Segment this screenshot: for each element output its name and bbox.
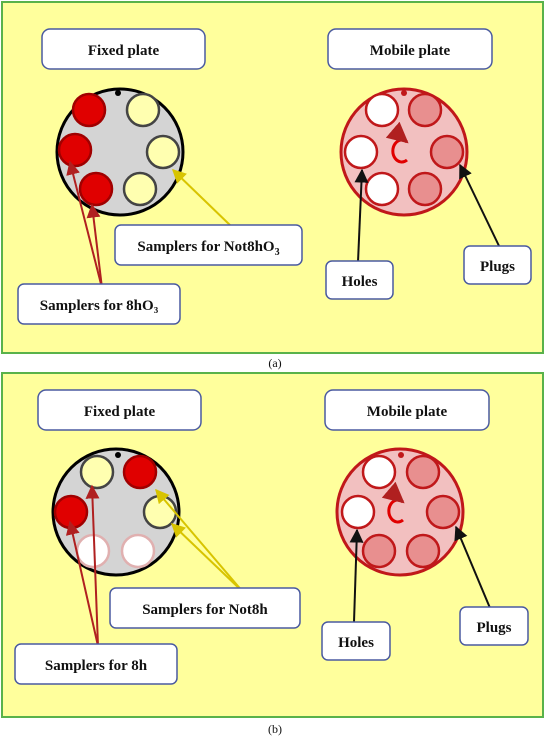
mobile-plate-title-b: Mobile plate <box>324 389 490 431</box>
label-samplers-not-a: Samplers for Not8hO3 <box>114 224 303 266</box>
mobile-plate-b <box>335 447 465 577</box>
plug <box>407 92 443 128</box>
plug <box>407 171 443 207</box>
plug <box>361 533 397 569</box>
index-dot <box>115 452 121 458</box>
sampler-hole <box>79 454 115 490</box>
rotation-arrow-icon <box>381 481 405 524</box>
sampler-hole <box>142 494 178 530</box>
label-samplers-not-b: Samplers for Not8h <box>109 587 301 629</box>
svg-text:Holes: Holes <box>338 635 374 651</box>
sampler-hole <box>120 533 156 569</box>
svg-text:Holes: Holes <box>342 274 378 290</box>
hole <box>364 171 400 207</box>
svg-text:Samplers for 8hO₃: Samplers for 8hO₃ <box>40 298 159 314</box>
label-holes-a: Holes <box>325 260 394 300</box>
hole <box>343 134 379 170</box>
sampler-hole <box>71 92 107 128</box>
sampler-hole <box>122 454 158 490</box>
svg-text:Fixed plate: Fixed plate <box>88 43 160 59</box>
sampler-hole <box>75 533 111 569</box>
label-plugs-b: Plugs <box>459 606 529 646</box>
plug <box>425 494 461 530</box>
fixed-plate-a <box>55 87 185 217</box>
arrow-plugs-a <box>459 163 501 249</box>
hole <box>364 92 400 128</box>
index-dot <box>115 90 121 96</box>
label-holes-b: Holes <box>321 621 391 661</box>
mobile-plate-a <box>339 87 469 217</box>
arrow-8h-samplers-a <box>66 160 103 289</box>
arrow-8h-samplers-a <box>86 203 103 289</box>
svg-text:Fixed plate: Fixed plate <box>84 404 156 420</box>
arrow-holes-b <box>349 528 364 623</box>
plug <box>429 134 465 170</box>
label-plugs-a: Plugs <box>463 245 532 285</box>
svg-text:Samplers for Not8h: Samplers for Not8h <box>142 602 268 618</box>
arrow-holes-a <box>354 168 369 263</box>
svg-text:Plugs: Plugs <box>480 259 515 275</box>
svg-text:Mobile plate: Mobile plate <box>370 43 451 59</box>
caption-b: (b) <box>268 722 282 736</box>
sampler-hole <box>145 134 181 170</box>
hole <box>361 454 397 490</box>
label-samplers-8h-b: Samplers for 8h <box>14 643 178 685</box>
arrow-not-samplers-b <box>170 523 244 593</box>
svg-text:Mobile plate: Mobile plate <box>367 404 448 420</box>
rotation-arrow-icon <box>385 121 409 164</box>
arrow-8h-samplers-b <box>85 484 100 647</box>
sampler-hole <box>125 92 161 128</box>
hole <box>340 494 376 530</box>
arrow-8h-samplers-b <box>65 520 99 647</box>
svg-text:Plugs: Plugs <box>476 620 511 636</box>
sampler-hole <box>122 171 158 207</box>
sampler-hole <box>78 171 114 207</box>
sampler-hole <box>57 132 93 168</box>
plug <box>405 454 441 490</box>
fixed-plate-b <box>51 447 181 577</box>
index-dot <box>401 90 407 96</box>
arrow-not-samplers-a <box>171 169 233 228</box>
fixed-plate-title-b: Fixed plate <box>37 389 202 431</box>
label-samplers-8h-a: Samplers for 8hO₃ <box>17 283 181 325</box>
mobile-plate-title-a: Mobile plate <box>327 28 493 70</box>
fixed-plate-title-a: Fixed plate <box>41 28 206 70</box>
arrow-not-samplers-b <box>155 488 244 593</box>
plug <box>405 533 441 569</box>
svg-text:Samplers for 8h: Samplers for 8h <box>45 658 148 674</box>
svg-text:Samplers for Not8hO3: Samplers for Not8hO3 <box>137 239 279 258</box>
caption-a: (a) <box>268 356 281 370</box>
index-dot <box>398 452 404 458</box>
arrow-plugs-b <box>454 525 491 609</box>
